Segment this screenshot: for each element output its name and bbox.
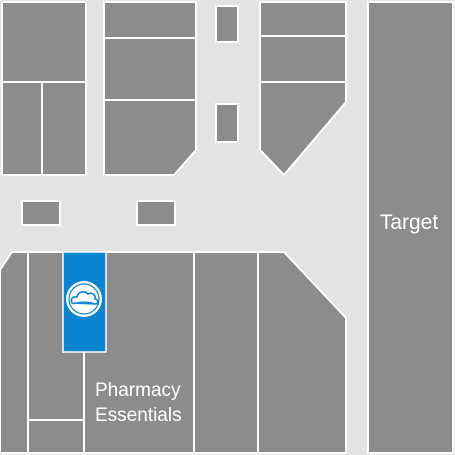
store-top-left-2[interactable] [1, 81, 43, 176]
store-top-right-2[interactable] [259, 35, 347, 83]
store-target[interactable] [367, 1, 454, 454]
store-top-middle-2[interactable] [103, 37, 197, 101]
store-top-left-1[interactable] [1, 1, 87, 83]
cloud-icon[interactable] [66, 281, 102, 317]
kiosk-left[interactable] [21, 200, 61, 226]
kiosk-top-1[interactable] [215, 5, 239, 43]
store-top-right-3[interactable] [259, 81, 347, 177]
store-bottom-middle[interactable] [193, 251, 259, 454]
kiosk-top-2[interactable] [215, 103, 239, 143]
store-top-right-1[interactable] [259, 1, 347, 37]
store-bottom-left-3[interactable] [27, 419, 85, 454]
store-top-middle-3[interactable] [103, 99, 197, 176]
pharmacy-label-line2: Essentials [95, 405, 182, 426]
store-bottom-left-1[interactable] [0, 251, 29, 454]
kiosk-middle[interactable] [136, 200, 176, 226]
target-label: Target [380, 211, 439, 234]
store-top-left-3[interactable] [41, 81, 87, 176]
store-top-middle-1[interactable] [103, 1, 197, 39]
store-bottom-right[interactable] [257, 251, 347, 454]
pharmacy-label-line1: Pharmacy [95, 380, 181, 401]
